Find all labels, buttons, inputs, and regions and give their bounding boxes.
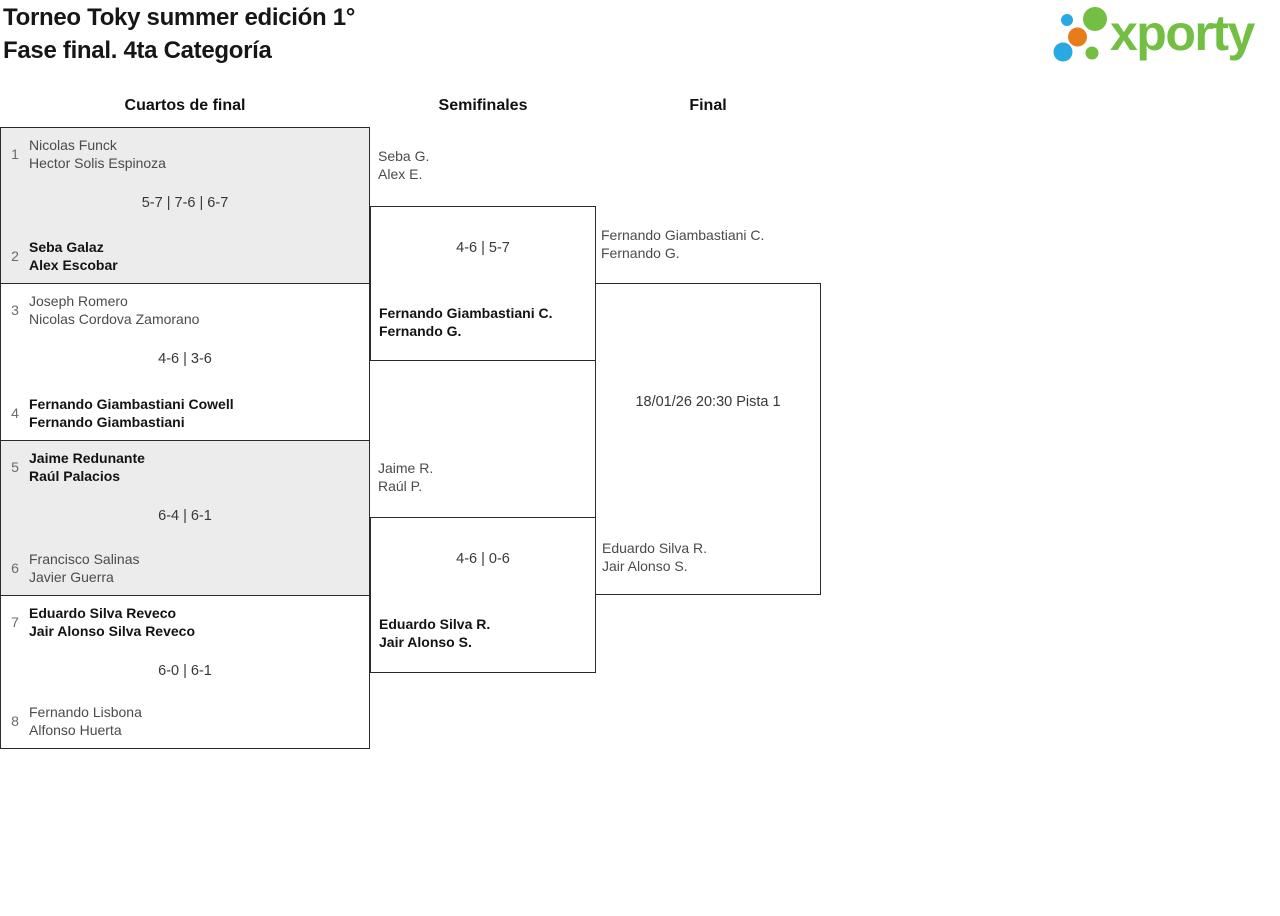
logo-dot-blue-medium-icon <box>1053 42 1073 62</box>
player-short-name: Fernando Giambastiani C. <box>601 227 765 243</box>
match-box-sf1: 4-6 | 5-7 Fernando Giambastiani C. Ferna… <box>370 206 596 361</box>
seed-number: 8 <box>11 713 19 729</box>
logo-dot-green-large-icon <box>1083 7 1107 31</box>
xporty-logo: xporty <box>1048 2 1276 70</box>
sf2-winner-label: Eduardo Silva R. Jair Alonso S. <box>379 615 490 651</box>
seed-number: 1 <box>11 146 19 162</box>
qf2-team1-row: 3 Joseph Romero Nicolas Cordova Zamorano <box>5 292 365 328</box>
qf4-team1-row: 7 Eduardo Silva Reveco Jair Alonso Silva… <box>5 604 365 640</box>
player-short-name: Seba G. <box>378 148 430 164</box>
player-name: Alfonso Huerta <box>29 722 122 738</box>
player-short-name: Alex E. <box>378 166 423 182</box>
match-box-qf2: 3 Joseph Romero Nicolas Cordova Zamorano… <box>0 283 370 441</box>
player-short-name: Eduardo Silva R. <box>602 540 708 556</box>
player-name: Fernando Giambastiani Cowell <box>29 396 234 412</box>
player-name: Jaime Redunante <box>29 450 145 466</box>
player-name: Eduardo Silva Reveco <box>29 605 177 621</box>
team-players: Fernando Giambastiani Cowell Fernando Gi… <box>29 395 234 431</box>
team-players: Seba Galaz Alex Escobar <box>29 238 118 274</box>
player-short-name: Fernando G. <box>601 245 680 261</box>
page-title: Torneo Toky summer edición 1° Fase final… <box>3 1 355 67</box>
seed-number: 4 <box>11 405 19 421</box>
column-header-final: Final <box>689 97 727 114</box>
player-name: Alex Escobar <box>29 257 118 273</box>
player-short-name: Fernando Giambastiani C. <box>379 305 553 321</box>
team-players: Fernando Lisbona Alfonso Huerta <box>29 703 142 739</box>
qf3-team2-row: 6 Francisco Salinas Javier Guerra <box>5 550 365 586</box>
player-name: Joseph Romero <box>29 293 128 309</box>
logo-dot-blue-small-icon <box>1061 14 1073 26</box>
tournament-name: Torneo Toky summer edición 1° <box>3 4 356 31</box>
seed-number: 5 <box>11 459 19 475</box>
team-players: Jaime Redunante Raúl Palacios <box>29 449 145 485</box>
player-short-name: Jair Alonso S. <box>379 634 472 650</box>
player-name: Nicolas Funck <box>29 137 117 153</box>
final-team1-label: Fernando Giambastiani C. Fernando G. <box>601 226 764 262</box>
player-name: Hector Solis Espinoza <box>29 155 166 171</box>
sf1-team1-label: Seba G. Alex E. <box>378 147 429 183</box>
match-box-final: 18/01/26 20:30 Pista 1 Eduardo Silva R. … <box>595 283 821 595</box>
match-score: 5-7 | 7-6 | 6-7 <box>141 195 229 211</box>
team-players: Nicolas Funck Hector Solis Espinoza <box>29 136 166 172</box>
seed-number: 3 <box>11 302 19 318</box>
final-team2-label: Eduardo Silva R. Jair Alonso S. <box>602 539 707 575</box>
qf3-team1-row: 5 Jaime Redunante Raúl Palacios <box>5 449 365 485</box>
xporty-logo-graphic: xporty <box>1053 5 1257 62</box>
logo-dot-orange-icon <box>1068 27 1087 47</box>
player-short-name: Jaime R. <box>378 460 434 476</box>
sf1-winner-label: Fernando Giambastiani C. Fernando G. <box>379 304 552 340</box>
player-short-name: Raúl P. <box>378 478 423 494</box>
player-name: Francisco Salinas <box>29 551 140 567</box>
qf1-team2-row: 2 Seba Galaz Alex Escobar <box>5 238 365 274</box>
player-short-name: Jair Alonso S. <box>602 558 688 574</box>
player-short-name: Fernando G. <box>379 323 462 339</box>
seed-number: 6 <box>11 560 19 576</box>
match-score: 4-6 | 0-6 <box>456 551 510 567</box>
match-score: 4-6 | 5-7 <box>456 240 510 256</box>
sf2-team1-label: Jaime R. Raúl P. <box>378 459 433 495</box>
qf4-team2-row: 8 Fernando Lisbona Alfonso Huerta <box>5 703 365 739</box>
match-score: 4-6 | 3-6 <box>158 351 212 367</box>
player-name: Javier Guerra <box>29 569 114 585</box>
player-name: Jair Alonso Silva Reveco <box>29 623 195 639</box>
player-name: Seba Galaz <box>29 239 104 255</box>
qf1-team1-row: 1 Nicolas Funck Hector Solis Espinoza <box>5 136 365 172</box>
match-box-sf2: 4-6 | 0-6 Eduardo Silva R. Jair Alonso S… <box>370 517 596 673</box>
column-header-semifinales: Semifinales <box>438 97 528 114</box>
column-header-cuartos: Cuartos de final <box>124 97 246 114</box>
logo-dot-green-small-icon <box>1085 46 1099 60</box>
player-name: Nicolas Cordova Zamorano <box>29 311 200 327</box>
seed-number: 2 <box>11 248 19 264</box>
team-players: Eduardo Silva Reveco Jair Alonso Silva R… <box>29 604 195 640</box>
seed-number: 7 <box>11 614 19 630</box>
qf2-team2-row: 4 Fernando Giambastiani Cowell Fernando … <box>5 395 365 431</box>
player-name: Raúl Palacios <box>29 468 121 484</box>
player-name: Fernando Lisbona <box>29 704 142 720</box>
phase-subtitle: Fase final. 4ta Categoría <box>3 37 272 64</box>
final-schedule: 18/01/26 20:30 Pista 1 <box>635 394 781 410</box>
team-players: Francisco Salinas Javier Guerra <box>29 550 140 586</box>
match-box-qf1: 1 Nicolas Funck Hector Solis Espinoza 5-… <box>0 127 370 284</box>
match-score: 6-0 | 6-1 <box>158 663 212 679</box>
match-score: 6-4 | 6-1 <box>158 508 212 524</box>
team-players: Joseph Romero Nicolas Cordova Zamorano <box>29 292 199 328</box>
logo-wordmark: xporty <box>1110 5 1256 61</box>
match-box-qf3: 5 Jaime Redunante Raúl Palacios 6-4 | 6-… <box>0 440 370 596</box>
player-short-name: Eduardo Silva R. <box>379 616 491 632</box>
player-name: Fernando Giambastiani <box>29 414 185 430</box>
match-box-qf4: 7 Eduardo Silva Reveco Jair Alonso Silva… <box>0 595 370 749</box>
